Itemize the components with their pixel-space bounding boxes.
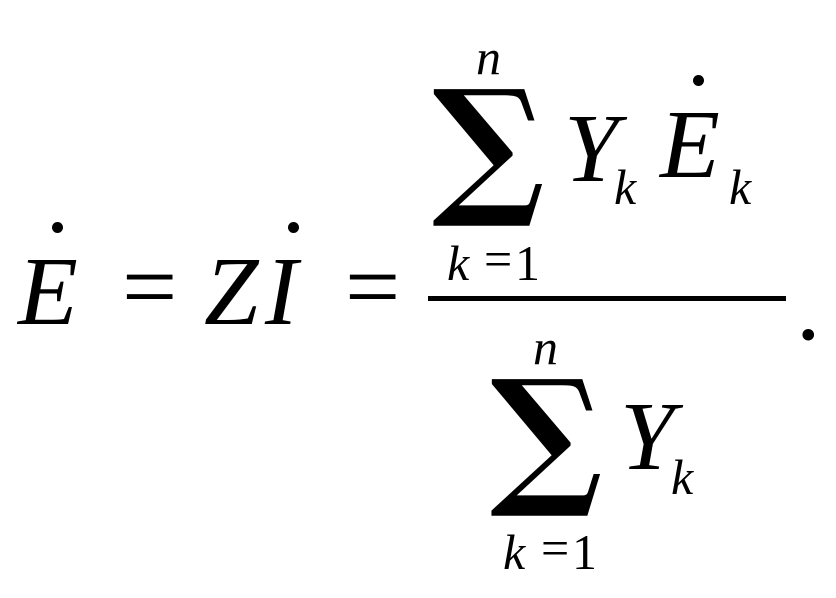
sum-lower-value: 1 [515, 235, 540, 291]
sum-lower-index: k [503, 524, 526, 580]
subscript-k: k [729, 159, 752, 215]
subscript-k: k [614, 159, 637, 215]
symbol-E-k: E [660, 91, 720, 199]
sum-upper-limit: n [533, 319, 558, 375]
sum-lower-value: 1 [572, 524, 597, 580]
symbol-Z: Z [204, 238, 259, 346]
equals-sign-1: = [122, 233, 178, 341]
summation-sign: ∑ [490, 347, 603, 523]
sum-lower-equals: = [541, 520, 570, 576]
fraction-bar [428, 296, 786, 301]
symbol-E: E [18, 238, 78, 346]
dot-accent-E-k [693, 75, 704, 86]
dot-accent-E [52, 222, 63, 233]
symbol-Y: Y [564, 95, 619, 203]
sum-upper-limit: n [476, 29, 501, 85]
sum-lower-equals: = [484, 231, 513, 287]
symbol-I: I [265, 238, 298, 346]
sum-lower-index: k [447, 235, 470, 291]
subscript-k: k [671, 449, 694, 505]
period: . [796, 253, 821, 361]
summation-sign: ∑ [432, 57, 545, 233]
symbol-Y: Y [620, 383, 675, 491]
equals-sign-2: = [345, 233, 401, 341]
dot-accent-I [288, 222, 299, 233]
